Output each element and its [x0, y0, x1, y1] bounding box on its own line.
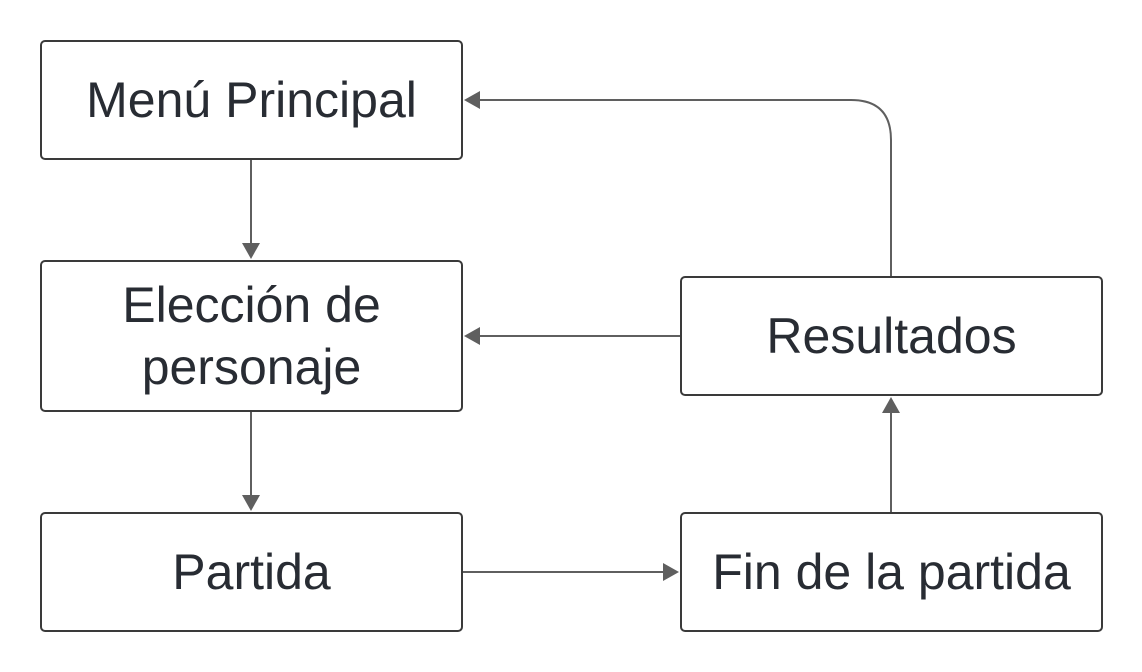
node-label-line: personaje — [141, 339, 362, 395]
arrowhead-left-icon — [464, 91, 480, 109]
arrowhead-right-icon — [663, 563, 679, 581]
node-label: Partida — [172, 544, 331, 600]
node-partida: Partida — [40, 512, 463, 632]
node-eleccion-de-personaje: Elección de personaje — [40, 260, 463, 412]
node-label-line: Elección de — [122, 277, 381, 333]
node-resultados: Resultados — [680, 276, 1103, 396]
node-label: Resultados — [766, 308, 1017, 364]
arrowhead-up-icon — [882, 397, 900, 413]
node-menu-principal: Menú Principal — [40, 40, 463, 160]
arrowhead-left-icon — [464, 327, 480, 345]
node-label: Fin de la partida — [712, 544, 1071, 600]
arrowhead-down-icon — [242, 495, 260, 511]
edge-resultados-to-menu — [479, 99, 892, 276]
node-label: Menú Principal — [86, 72, 417, 128]
arrowhead-down-icon — [242, 243, 260, 259]
node-label-group: Elección de personaje — [122, 274, 381, 398]
node-fin-de-la-partida: Fin de la partida — [680, 512, 1103, 632]
